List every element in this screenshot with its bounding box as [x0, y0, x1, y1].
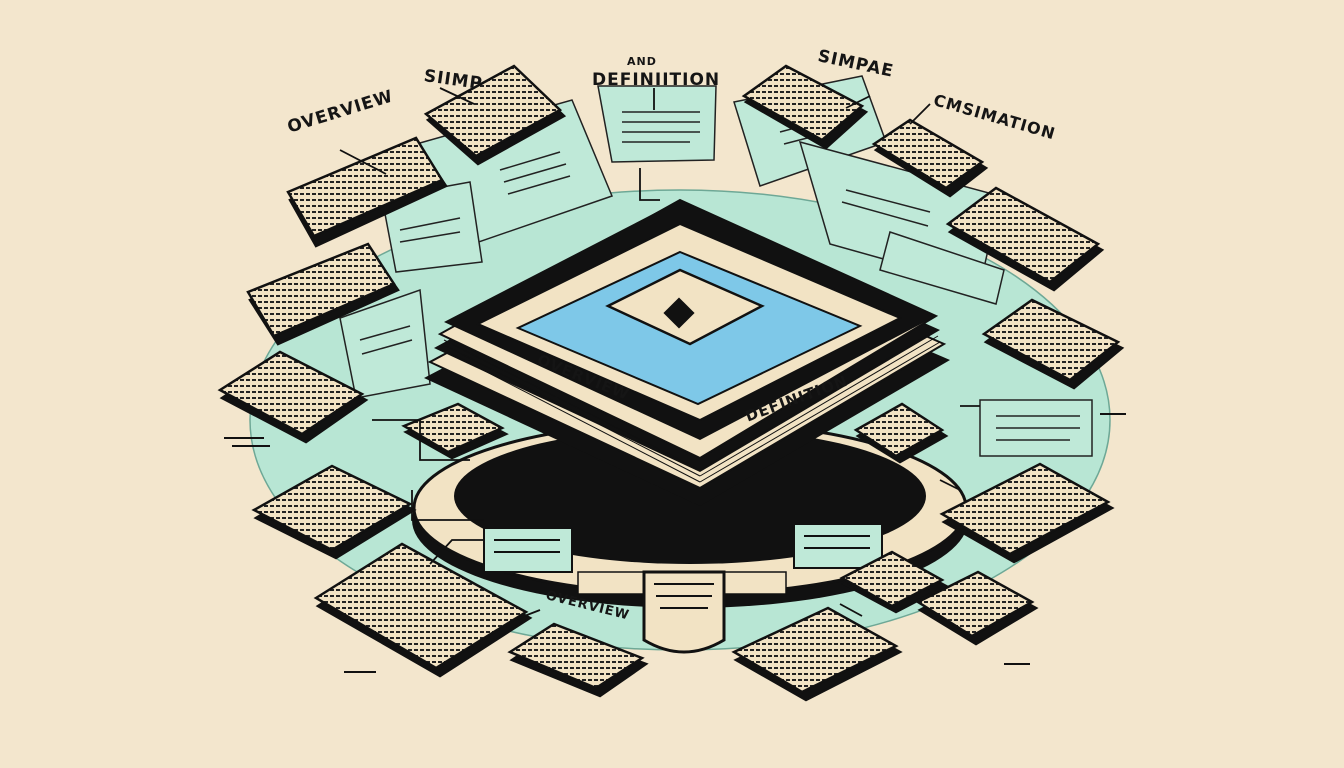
document-cards [217, 64, 1125, 702]
shield-text-lines [654, 583, 714, 609]
tiny-captions [224, 413, 1126, 673]
connector-lines [339, 87, 980, 621]
center-shield-tab [642, 570, 726, 654]
label-definition-top: DEFINIITION [592, 70, 721, 90]
book-stack [424, 198, 950, 506]
book-page-edges [443, 329, 941, 483]
label-and: AND [627, 55, 657, 68]
